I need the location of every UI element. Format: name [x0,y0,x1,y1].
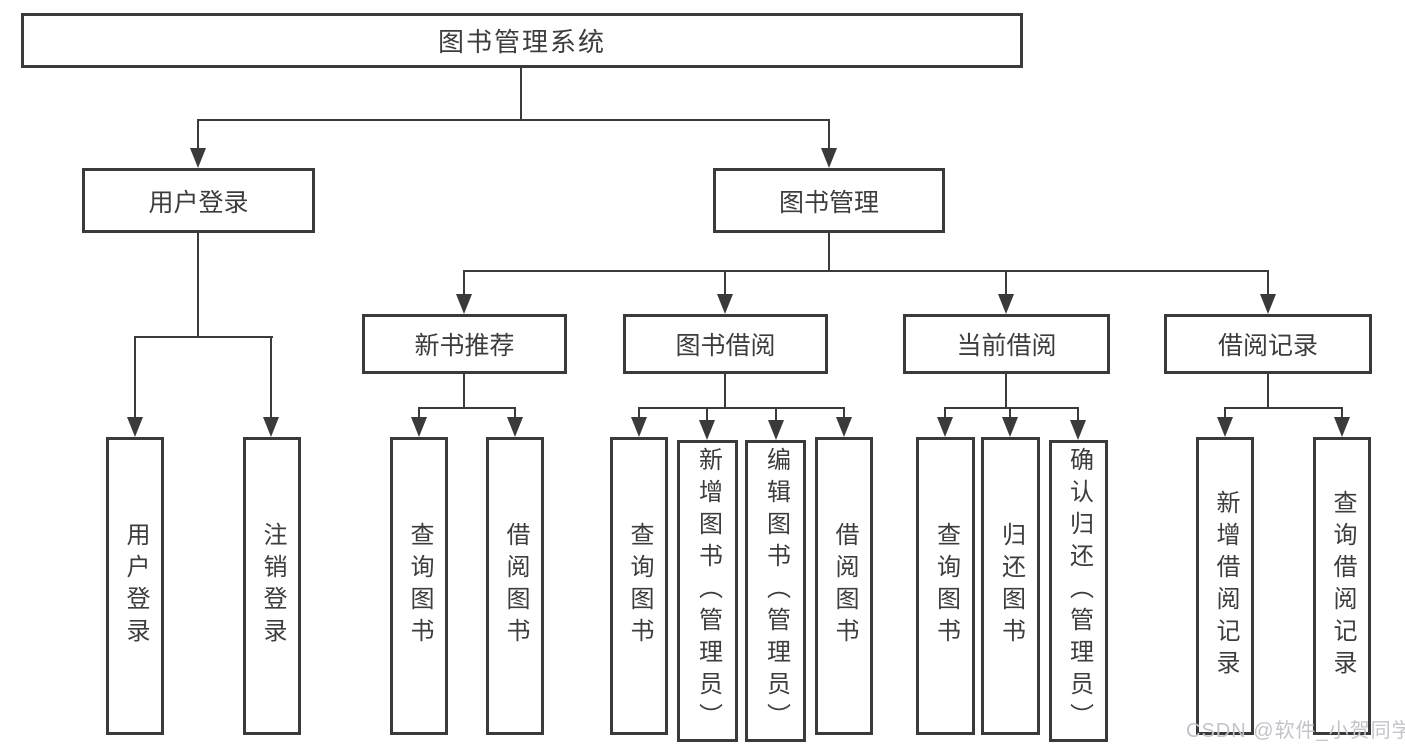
node-label: 用户登录 [148,188,249,217]
leaf-query-books: 查询图书 [610,437,668,735]
connector-book-mgmt-hline [463,270,1269,272]
connector-stem-book-management [828,119,830,150]
node-borrow-records: 借阅记录 [1164,314,1372,374]
connector-root-stub [520,68,522,120]
arrowhead-leaf [411,417,427,437]
arrowhead-borrow-records [1260,294,1276,314]
leaf-label: 归还图书 [997,522,1025,650]
leaf-label: 用户登录 [122,522,149,650]
node-label: 图书管理系统 [437,27,606,57]
connector-stem-leaf [1341,407,1343,419]
connector-stem-leaf [1077,407,1079,422]
connector-stem-leaf [843,407,845,419]
arrowhead-leaf [836,417,852,437]
arrowhead-current-borrow [998,294,1014,314]
leaf-add-borrow-record: 新增借阅记录 [1196,437,1254,735]
node-root-library-system: 图书管理系统 [21,13,1023,68]
connector-stem-leaf [775,407,777,422]
connector-user-login-hline [134,336,273,338]
connector-stem-leaf [638,407,640,419]
connector-book-borrow-hline [638,407,845,409]
arrowhead-leaf [1334,417,1350,437]
arrowhead-book-management [821,148,837,168]
leaf-confirm-return-admin: 确认归还（管理员） [1049,440,1108,742]
connector-root-hline [197,119,830,121]
node-new-book-recommend: 新书推荐 [362,314,567,374]
connector-current-borrow-stub [1005,374,1007,408]
arrowhead-login [127,417,143,437]
leaf-user-login: 用户登录 [106,437,164,735]
connector-stem-book-borrow [724,270,726,296]
arrowhead-new-book [456,294,472,314]
leaf-add-books-admin: 新增图书（管理员） [677,440,738,742]
connector-book-borrow-stub [724,374,726,408]
leaf-borrow-books: 借阅图书 [815,437,873,735]
node-user-login: 用户登录 [82,168,315,233]
node-current-borrow: 当前借阅 [903,314,1110,374]
connector-stem-leaf [944,407,946,419]
leaf-label: 借阅图书 [831,522,858,650]
connector-stem-leaf [418,407,420,419]
arrowhead-leaf [699,420,715,440]
leaf-label: 查询图书 [932,522,960,650]
leaf-label: 借阅图书 [502,522,529,650]
leaf-label: 查询图书 [626,522,653,650]
connector-stem-borrow-records [1267,270,1269,296]
arrowhead-leaf [1002,417,1018,437]
connector-stem-current-borrow [1005,270,1007,296]
node-label: 新书推荐 [414,332,515,360]
leaf-label: 编辑图书（管理员） [762,447,790,735]
leaf-borrow-books: 借阅图书 [486,437,544,735]
connector-book-mgmt-stub [828,233,830,271]
connector-stem-leaf [706,407,708,422]
connector-current-borrow-hline [944,407,1079,409]
connector-stem-leaf [1224,407,1226,419]
connector-stem-leaf [514,407,516,419]
node-book-management: 图书管理 [713,168,945,233]
leaf-label: 注销登录 [259,522,286,650]
connector-borrow-records-stub [1267,374,1269,408]
leaf-query-books: 查询图书 [916,437,975,735]
leaf-label: 确认归还（管理员） [1065,447,1093,735]
arrowhead-leaf [1217,417,1233,437]
connector-new-book-hline [418,407,516,409]
connector-stem-user-login [197,119,199,150]
arrowhead-user-login [190,148,206,168]
arrowhead-leaf [631,417,647,437]
arrowhead-leaf [768,420,784,440]
node-book-borrow: 图书借阅 [623,314,828,374]
arrowhead-leaf [507,417,523,437]
leaf-label: 新增图书（管理员） [694,447,722,735]
connector-stem-login [134,336,136,419]
leaf-label: 新增借阅记录 [1212,490,1239,682]
connector-stem-leaf [1009,407,1011,419]
leaf-label: 查询借阅记录 [1329,490,1356,682]
arrowhead-leaf [937,417,953,437]
node-label: 图书借阅 [675,332,776,360]
leaf-return-books: 归还图书 [981,437,1040,735]
connector-user-login-stub [197,233,199,337]
leaf-query-borrow-record: 查询借阅记录 [1313,437,1371,735]
node-label: 当前借阅 [956,332,1057,360]
arrowhead-logout [263,417,279,437]
node-label: 借阅记录 [1217,332,1318,360]
arrowhead-leaf [1070,420,1086,440]
connector-new-book-stub [463,374,465,408]
arrowhead-book-borrow [717,294,733,314]
leaf-logout: 注销登录 [243,437,301,735]
leaf-edit-books-admin: 编辑图书（管理员） [745,440,806,742]
connector-borrow-records-hline [1224,407,1343,409]
leaf-query-books: 查询图书 [390,437,448,735]
connector-stem-new-book [463,270,465,296]
leaf-label: 查询图书 [406,522,433,650]
node-label: 图书管理 [778,188,879,217]
csdn-watermark: CSDN @软件_小贺同学 [1186,720,1405,742]
connector-stem-logout [270,336,272,419]
